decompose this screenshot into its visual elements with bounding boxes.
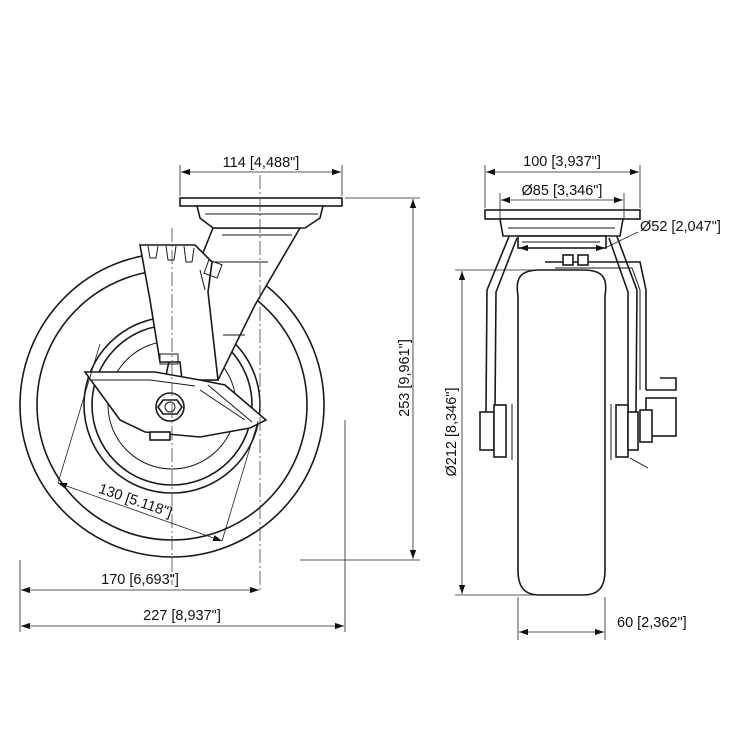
- dim-hub-dia: 130 [5.118"]: [96, 481, 174, 521]
- side-axle: [479, 404, 639, 458]
- dim-bolt-circle: Ø85 [3,346"]: [522, 183, 603, 199]
- dim-overall-height: 253 [9,961"]: [397, 339, 413, 417]
- brake-lever: [139, 244, 223, 381]
- dim-plate-width: 114 [4,488"]: [223, 155, 300, 171]
- brake-pad: [83, 371, 268, 441]
- dim-plate-width-side: 100 [3,937"]: [523, 154, 601, 170]
- dim-swivel-radius: 170 [6,693"]: [101, 572, 179, 588]
- dim-overall-width: 227 [8,937"]: [143, 608, 221, 624]
- front-top-plate: [179, 197, 343, 229]
- dim-wheel-dia: Ø212 [8,346"]: [444, 388, 460, 477]
- dimension-lines: [19, 165, 641, 640]
- dim-tread-width: 60 [2,362"]: [617, 615, 687, 631]
- front-view: [19, 175, 343, 590]
- side-fork: [485, 233, 677, 469]
- dim-kingpin-dia: Ø52 [2,047"]: [640, 219, 721, 235]
- side-wheel: [516, 269, 607, 596]
- side-view: [479, 209, 677, 596]
